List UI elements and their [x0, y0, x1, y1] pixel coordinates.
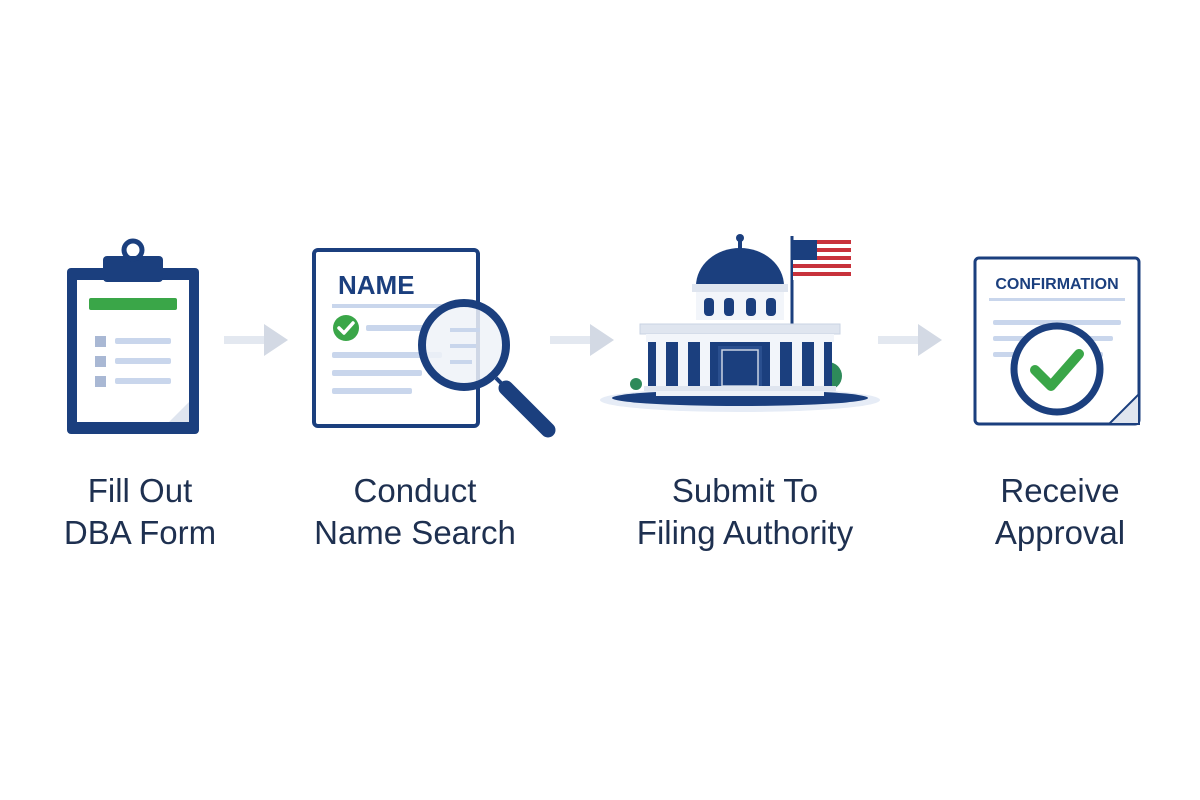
- document-title: NAME: [338, 270, 415, 300]
- step-label: Conduct Name Search: [270, 470, 560, 554]
- step-label: Fill Out DBA Form: [0, 470, 285, 554]
- check-circle-icon: [333, 315, 359, 341]
- approved-certificate-icon: CONFIRMATION: [973, 256, 1141, 426]
- document-title: CONFIRMATION: [995, 276, 1118, 293]
- step-label-line2: DBA Form: [63, 514, 217, 551]
- us-flag-icon: [793, 240, 851, 280]
- step-label-line2: Approval: [994, 514, 1126, 551]
- step-label-line2: Name Search: [314, 514, 516, 551]
- arrow-right-icon: [878, 324, 942, 356]
- step-label-line1: Submit To: [671, 472, 819, 509]
- arrow-right-icon: [224, 324, 288, 356]
- step-label-line1: Fill Out: [87, 472, 193, 509]
- step-label: Receive Approval: [915, 470, 1200, 554]
- step-label-line1: Receive: [1000, 472, 1120, 509]
- step-label-line2: Filing Authority: [636, 514, 854, 551]
- document-magnifier-icon: NAME: [312, 248, 556, 438]
- step-submit-to-authority: Submit To Filing Authority: [600, 228, 890, 558]
- arrow-right-icon: [550, 324, 614, 356]
- clipboard-form-icon: [67, 238, 199, 434]
- step-label-line1: Conduct: [353, 472, 477, 509]
- check-circle-icon: [1010, 322, 1104, 416]
- government-building-icon: [600, 234, 880, 412]
- step-fill-out-form: Fill Out DBA Form: [0, 228, 285, 558]
- step-receive-approval: CONFIRMATION Receive Approval: [915, 228, 1200, 558]
- step-label: Submit To Filing Authority: [600, 470, 890, 554]
- step-conduct-name-search: NAME Conduct Name Search: [270, 228, 560, 558]
